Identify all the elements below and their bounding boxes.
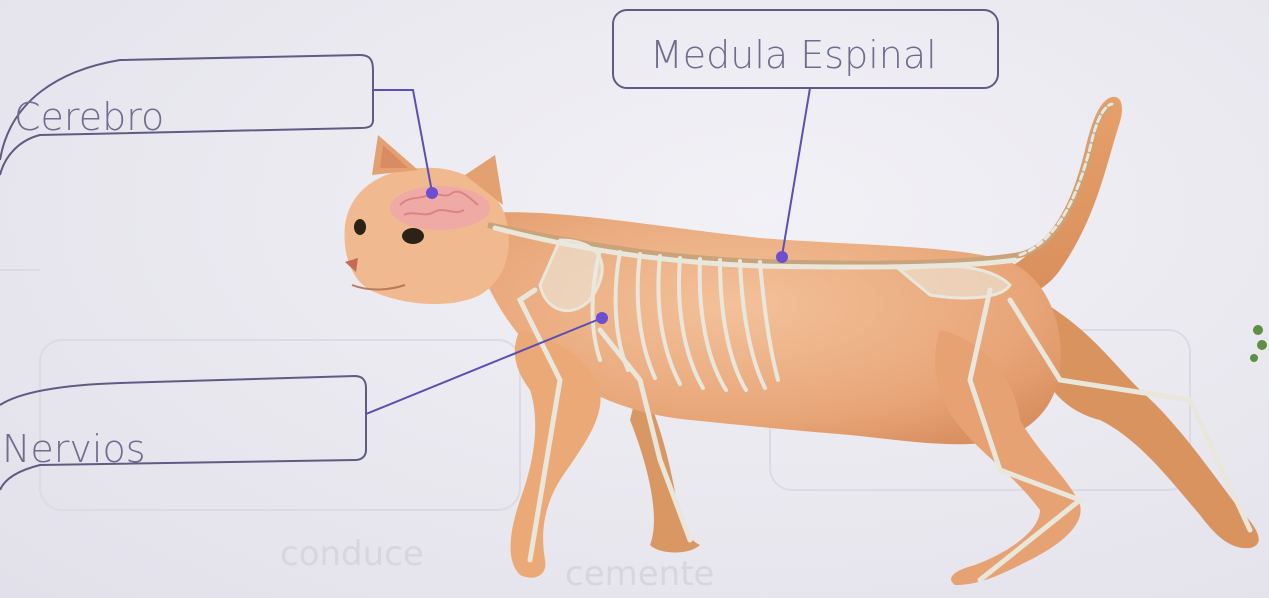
cat-brain [390, 186, 490, 230]
pointer-dot-spinal-cord [776, 251, 788, 263]
bleed-text-2: cemente [565, 554, 714, 594]
cat-eye-right [402, 228, 424, 244]
pointer-dot-nerves [596, 312, 608, 324]
cat-nose [345, 258, 358, 272]
bleed-text-1: conduce [280, 534, 424, 574]
leader-medula [782, 88, 810, 256]
label-medula-text: Medula Espinal [650, 33, 937, 77]
cat-eye-left [354, 219, 366, 235]
label-medula-espinal: Medula Espinal [613, 10, 998, 88]
cat-ear-left [372, 135, 418, 175]
label-nervios: Nervios [0, 376, 366, 490]
label-nervios-text: Nervios [2, 427, 146, 471]
green-leaf-edge [1250, 325, 1267, 362]
label-cerebro-text: Cerebro [14, 95, 164, 139]
label-cerebro: Cerebro [0, 55, 373, 175]
cat-tail [1005, 97, 1122, 298]
pointer-dot-brain [426, 187, 438, 199]
